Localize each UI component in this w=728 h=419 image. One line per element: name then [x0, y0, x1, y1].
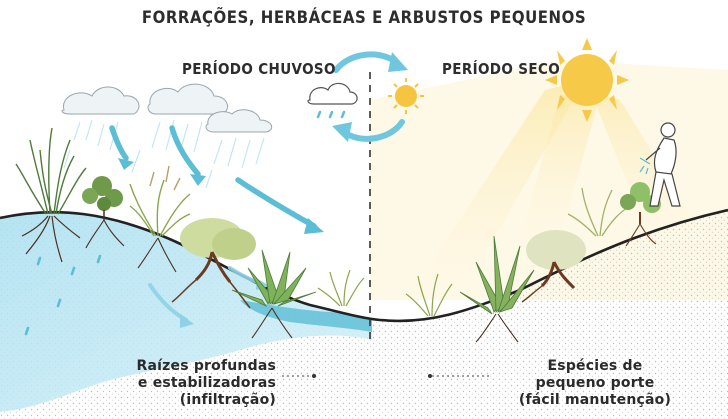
rainy-period-label: PERÍODO CHUVOSO: [182, 60, 336, 78]
shrub-plant: [82, 176, 125, 249]
sun-icon: [545, 38, 629, 122]
page-title: FORRAÇÕES, HERBÁCEAS E ARBUSTOS PEQUENOS: [141, 8, 587, 28]
caption-left-line2: e estabilizadoras: [137, 375, 276, 391]
small-cloud-icon: [307, 82, 358, 119]
dry-tuft-plant: [405, 273, 453, 317]
caption-left-line3: (infiltração): [179, 392, 276, 408]
tuft-plant: [317, 269, 365, 307]
person-watering-icon: [639, 122, 681, 207]
rain-cloud-icon: [61, 83, 273, 133]
small-sun-icon: [388, 78, 424, 114]
dry-agave-plant: [459, 235, 535, 315]
grass-plant: [15, 127, 87, 215]
dry-period-label: PERÍODO SECO: [442, 60, 561, 78]
arrowheads: [118, 158, 324, 234]
dry-shrub-plant: [620, 182, 661, 247]
roots: [21, 215, 81, 263]
caption-right-line1: Espécies de: [547, 358, 643, 374]
water-surface: [240, 300, 372, 332]
caption-small-species: Espécies de pequeno porte (fácil manuten…: [500, 358, 690, 409]
sun-ray-2: [520, 95, 600, 240]
herb-plant: [129, 165, 191, 237]
water-infiltration: [0, 212, 372, 412]
caption-right-line3: (fácil manutenção): [518, 392, 672, 408]
caption-left-line1: Raízes profundas: [136, 358, 276, 374]
caption-deep-roots: Raízes profundas e estabilizadoras (infi…: [66, 358, 276, 409]
sun-ray-1: [420, 80, 585, 280]
agave-plant: [231, 249, 317, 307]
rain-icon: [63, 119, 265, 189]
underground-drops: [24, 254, 102, 336]
cycle-arrows-icon: [332, 51, 408, 142]
caption-right-line2: pequeno porte: [535, 375, 655, 391]
dry-bush-plant: [521, 230, 586, 303]
bush-plant: [171, 218, 256, 309]
